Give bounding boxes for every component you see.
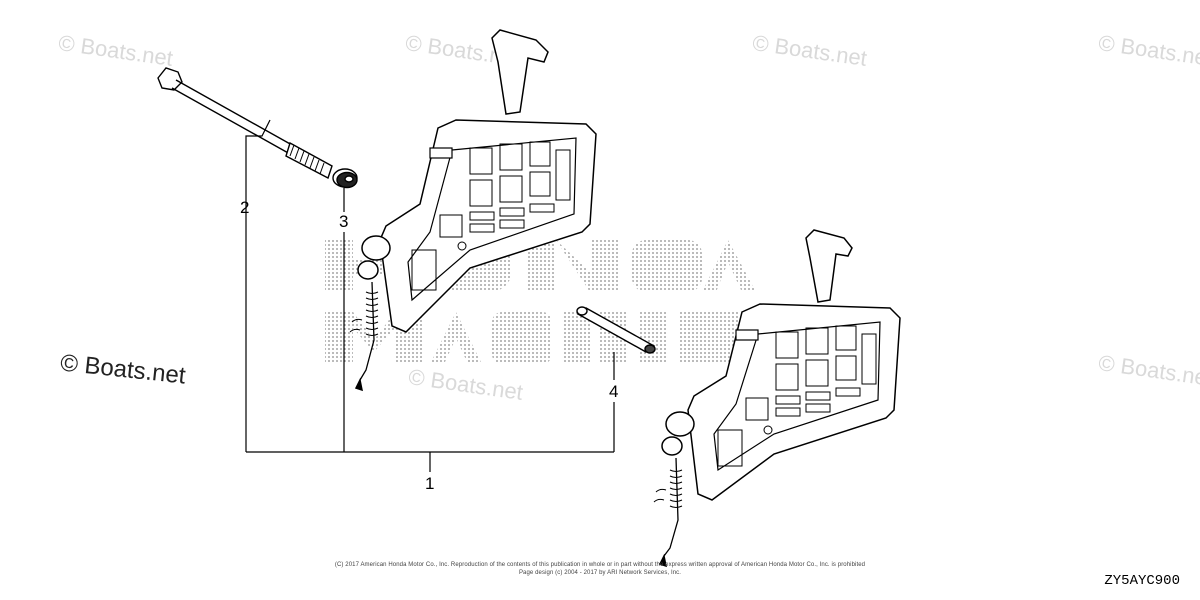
diagram-code: ZY5AYC900 [1104,573,1180,589]
copyright-line-1: (C) 2017 American Honda Motor Co., Inc. … [334,562,866,568]
remote-control-box-right [653,229,901,568]
callout-2: 2 [240,198,250,217]
copyright-line-2: Page design (c) 2004 - 2017 by ARI Netwo… [518,570,682,576]
nut-part-3 [332,168,358,189]
callout-1: 1 [425,474,435,493]
callout-4: 4 [609,382,619,401]
bolt-part-2 [157,67,333,180]
pin-part-4 [576,306,656,354]
callout-3: 3 [339,212,349,231]
remote-control-box-left [349,29,597,392]
callout-leader-lines [245,119,615,472]
